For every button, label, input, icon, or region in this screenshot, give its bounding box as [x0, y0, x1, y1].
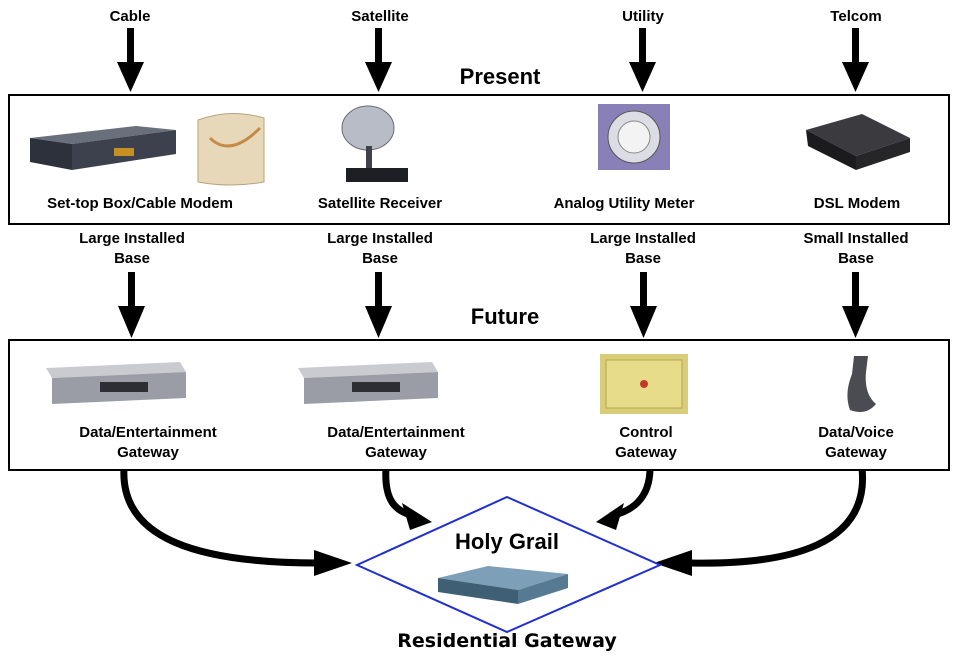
gateway-label-3-line2: Gateway: [615, 444, 677, 461]
curved-arrowheads: [314, 503, 692, 576]
utility-meter-image: [598, 104, 670, 170]
arrow-base-4: [842, 272, 869, 338]
control-gateway-image: [600, 354, 688, 414]
installed-base-4-line1: Small Installed: [803, 230, 909, 247]
gateway-label-2-line2: Gateway: [365, 444, 427, 461]
installed-base-1-line2: Base: [114, 250, 150, 267]
device-label-utility-meter: Analog Utility Meter: [553, 195, 695, 212]
installed-base-1-line1: Large Installed: [79, 230, 185, 247]
satellite-receiver-image: [341, 105, 408, 182]
installed-base-4-line2: Base: [838, 250, 874, 267]
installed-base-3: Large Installed Base: [563, 229, 723, 269]
curve-4: [689, 467, 867, 567]
future-title: Future: [470, 304, 540, 329]
arrow-base-2: [365, 272, 392, 338]
gateway-label-2: Data/Entertainment Gateway: [286, 423, 506, 463]
installed-base-2-line2: Base: [362, 250, 398, 267]
head-2: [402, 503, 432, 530]
dsl-modem-image: [806, 114, 910, 170]
device-label-satellite-receiver: Satellite Receiver: [317, 195, 443, 212]
gateway-label-1-line1: Data/Entertainment: [79, 424, 217, 441]
head-4: [654, 550, 692, 576]
head-1: [314, 550, 352, 576]
arrow-utility: [629, 28, 656, 92]
entertainment-gateway-image-2: [298, 362, 438, 404]
device-label-dsl-modem: DSL Modem: [813, 195, 901, 212]
source-label-utility: Utility: [622, 8, 664, 25]
gateway-label-4-line1: Data/Voice: [818, 424, 894, 441]
gateway-label-3-line1: Control: [619, 424, 673, 441]
curve-1: [120, 467, 319, 567]
gateway-label-1: Data/Entertainment Gateway: [38, 423, 258, 463]
gateway-label-2-line1: Data/Entertainment: [327, 424, 465, 441]
arrow-satellite: [365, 28, 392, 92]
holy-grail-title: Holy Grail: [455, 529, 559, 554]
source-label-satellite: Satellite: [351, 8, 409, 25]
residential-gateway-image: [438, 566, 568, 604]
voice-gateway-image: [847, 356, 876, 412]
arrow-base-3: [630, 272, 657, 338]
arrow-base-1: [118, 272, 145, 338]
installed-base-2-line1: Large Installed: [327, 230, 433, 247]
future-box: [8, 339, 950, 471]
installed-base-2: Large Installed Base: [300, 229, 460, 269]
head-3: [596, 503, 624, 530]
present-title: Present: [459, 64, 541, 89]
base-arrows: [118, 272, 869, 338]
device-label-set-top-box: Set-top Box/Cable Modem: [47, 195, 233, 212]
source-label-telcom: Telcom: [830, 8, 882, 25]
installed-base-1: Large Installed Base: [52, 229, 212, 269]
gateway-label-1-line2: Gateway: [117, 444, 179, 461]
source-label-cable: Cable: [109, 8, 151, 25]
present-box: [8, 94, 950, 225]
gateway-label-4: Data/Voice Gateway: [776, 423, 936, 463]
holy-grail-diamond: [354, 495, 663, 634]
set-top-box-image: [30, 126, 176, 170]
installed-base-3-line1: Large Installed: [590, 230, 696, 247]
cable-modem-image: [197, 112, 265, 186]
entertainment-gateway-image-1: [46, 362, 186, 404]
source-arrows: [117, 28, 869, 92]
installed-base-4: Small Installed Base: [776, 229, 936, 269]
arrow-telcom: [842, 28, 869, 92]
gateway-label-4-line2: Gateway: [825, 444, 887, 461]
residential-gateway-caption: Residential Gateway: [397, 630, 617, 652]
installed-base-3-line2: Base: [625, 250, 661, 267]
gateway-label-3: Control Gateway: [566, 423, 726, 463]
arrow-cable: [117, 28, 144, 92]
